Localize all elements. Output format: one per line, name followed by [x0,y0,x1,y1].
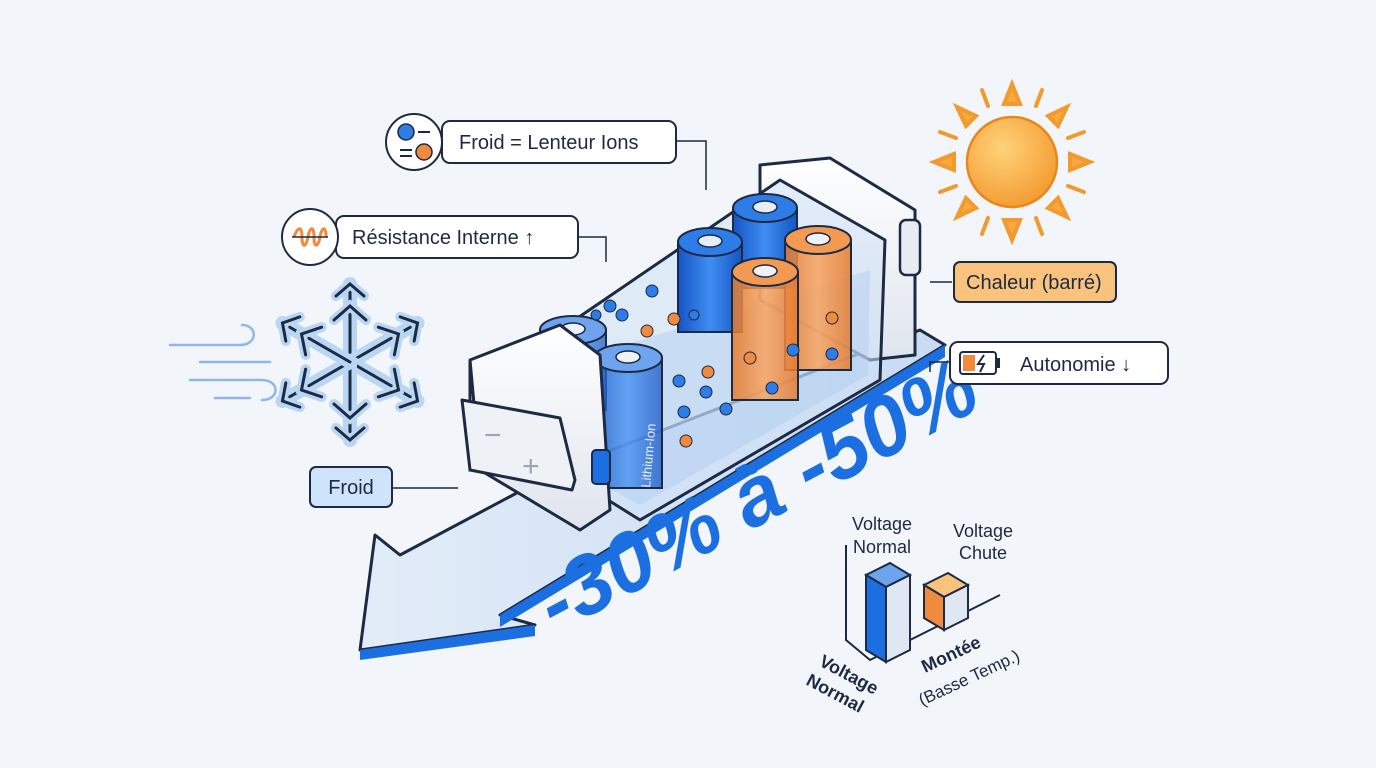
cell-orange-2 [731,257,799,401]
voltage-mini-chart: Voltage Normal Voltage Chute Voltage Nor… [803,514,1023,717]
callout-ions-label: Froid = Lenteur Ions [459,132,639,154]
callout-resistance-label: Résistance Interne ↑ [352,227,534,249]
bar2-label-line2: Chute [959,543,1007,563]
battery-low-icon [959,351,1000,375]
wind-lines [168,323,277,402]
ions-icon [385,113,443,171]
callout-chaleur-label: Chaleur (barré) [966,272,1102,294]
plus-terminal: + [522,450,540,483]
bar-voltage-normal [863,561,913,664]
bar2-label-line1: Voltage [953,521,1013,541]
ion-particles [590,284,839,448]
callout-resistance: Résistance Interne ↑ [281,208,579,266]
callout-connectors [392,140,952,489]
coil-icon [281,208,339,266]
battery-pack: Lithium-Ion − + [460,156,922,532]
sun-icon [928,78,1096,246]
bar-voltage-chute [921,571,971,632]
callout-froid: Froid [309,466,393,508]
callout-autonomie-label: Autonomie ↓ [1020,354,1131,376]
callout-chaleur: Chaleur (barré) [953,261,1117,303]
bar1-label-line1: Voltage [852,514,912,534]
callout-ions: Froid = Lenteur Ions [385,113,677,171]
cell-label: Lithium-Ion [638,423,659,488]
callout-froid-label: Froid [328,477,374,499]
minus-terminal: − [484,419,502,452]
callout-autonomie: Autonomie ↓ [949,341,1169,385]
bar1-label-line2: Normal [853,537,911,557]
snowflake-icon [274,277,425,440]
